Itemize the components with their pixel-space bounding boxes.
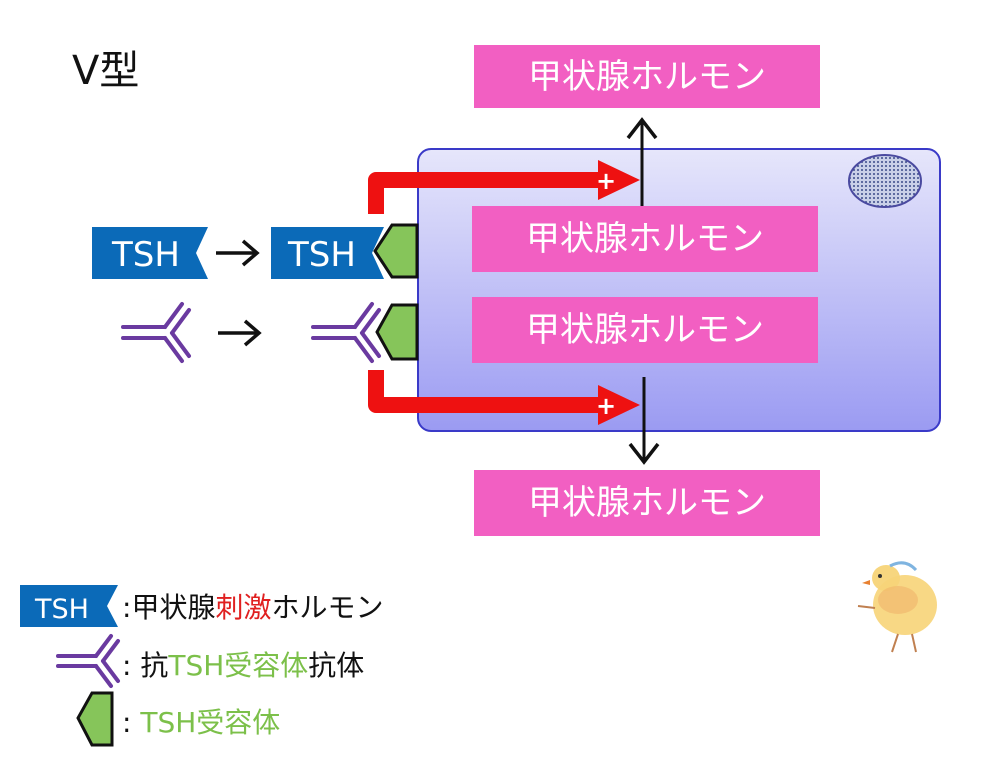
plus-sign-upper: + [596, 167, 616, 195]
binding-arrow-tsh [216, 239, 260, 267]
legend-tsh-text-tail: ホルモン [271, 591, 384, 624]
legend-antibody-tail: 抗体 [308, 649, 365, 682]
legend-tsh-icon-label: TSH [34, 594, 89, 625]
legend-antibody-colon: : [122, 649, 141, 682]
antibody-free [121, 302, 191, 363]
legend-antibody-icon [56, 634, 120, 688]
tsh-tag-bound: TSH [271, 227, 384, 279]
legend-tsh-colon: : [122, 591, 132, 624]
tsh-tag-bound-label: TSH [287, 235, 356, 275]
secretion-arrow-up [626, 117, 658, 206]
chick-illustration [857, 561, 937, 653]
hormone-box-top: 甲状腺ホルモン [474, 45, 820, 108]
legend-tsh-text-red: 刺激 [215, 591, 272, 624]
legend-receptor-green: TSH受容体 [140, 706, 281, 739]
secretion-arrow-down [628, 377, 660, 465]
plus-sign-lower: + [596, 392, 616, 420]
legend-tsh-icon: TSH [20, 585, 118, 627]
tsh-receptor-lower [375, 303, 419, 361]
tsh-tag-free: TSH [92, 227, 208, 279]
legend-antibody-text: : 抗TSH受容体抗体 [122, 644, 364, 684]
hormone-box-bottom: 甲状腺ホルモン [474, 470, 820, 536]
legend-receptor-text: : TSH受容体 [122, 701, 280, 741]
hormone-box-cell-upper: 甲状腺ホルモン [472, 206, 818, 272]
legend-receptor-colon: : [122, 706, 141, 739]
tsh-tag-free-label: TSH [111, 235, 180, 275]
legend-tsh-text: :甲状腺刺激ホルモン [122, 586, 383, 626]
antibody-bound [311, 302, 381, 363]
legend-antibody-prefix: 抗 [140, 649, 169, 682]
binding-arrow-antibody [218, 319, 262, 347]
legend-tsh-text-start: 甲状腺 [131, 591, 216, 624]
legend-receptor-icon [76, 691, 114, 747]
diagram-title: Ⅴ型 [72, 48, 140, 94]
red-stimulation-arrow-lower [368, 370, 640, 425]
tsh-receptor-upper [373, 223, 419, 279]
red-stimulation-arrow-upper [368, 160, 640, 214]
hormone-box-cell-lower: 甲状腺ホルモン [472, 297, 818, 363]
legend-antibody-green: TSH受容体 [168, 649, 309, 682]
nucleus [848, 154, 922, 208]
